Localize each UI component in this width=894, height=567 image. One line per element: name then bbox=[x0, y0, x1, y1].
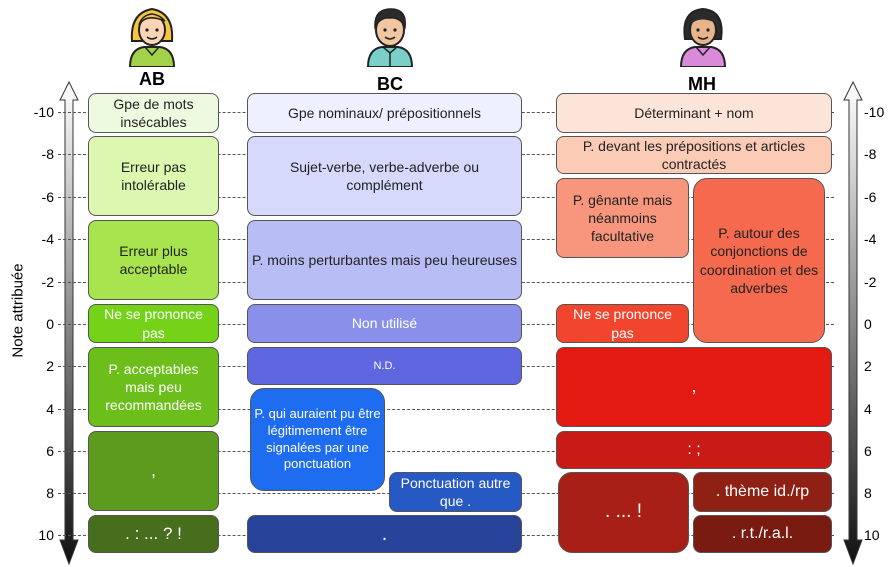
mh-box-10: . r.t./r.a.l. bbox=[693, 515, 832, 553]
tick-label: 0 bbox=[864, 316, 872, 332]
person-name-bc: BC bbox=[377, 74, 403, 94]
ab-box-5: P. acceptables mais peu recommandées bbox=[88, 347, 219, 427]
bc-box-6: P. qui auraient pu être légitimement êtr… bbox=[250, 388, 385, 491]
ab-box-7: . : ... ? ! bbox=[88, 515, 219, 553]
tick-label: -8 bbox=[41, 146, 54, 162]
ab-box-2: Erreur pas intolérable bbox=[88, 136, 219, 216]
tick-label: 6 bbox=[864, 443, 872, 459]
mh-box-6: , bbox=[556, 347, 832, 427]
mh-box-9: . thème id./rp bbox=[693, 472, 832, 512]
bc-box-7: Ponctuation autre que . bbox=[389, 472, 522, 512]
person-name-mh: MH bbox=[688, 74, 716, 94]
right-axis-arrow bbox=[843, 80, 863, 566]
tick-label: 10 bbox=[864, 527, 880, 543]
tick-label: 10 bbox=[38, 527, 54, 543]
tick-label: -8 bbox=[864, 146, 877, 162]
mh-box-5: Ne se prononce pas bbox=[556, 304, 689, 343]
mh-box-2: P. devant les prépositions et articles c… bbox=[556, 136, 832, 174]
mh-box-8: . ... ! bbox=[558, 472, 689, 553]
tick-label: -6 bbox=[41, 189, 54, 205]
tick-label: 8 bbox=[864, 485, 872, 501]
bc-box-3: P. moins perturbantes mais peu heureuses bbox=[247, 220, 522, 300]
tick-label: 8 bbox=[46, 485, 54, 501]
tick-label: -2 bbox=[864, 274, 877, 290]
mh-box-3: P. gênante mais néanmoins facultative bbox=[556, 178, 689, 258]
tick-label: 4 bbox=[864, 401, 872, 417]
ab-box-6: , bbox=[88, 431, 219, 511]
person-name-ab: AB bbox=[139, 69, 165, 89]
bc-box-8: . bbox=[247, 515, 522, 553]
tick-label: -10 bbox=[864, 104, 885, 120]
avatar-ab-icon bbox=[128, 7, 176, 67]
ab-box-4: Ne se prononce pas bbox=[88, 304, 219, 343]
bc-box-2: Sujet-verbe, verbe-adverbe ou complément bbox=[247, 136, 522, 216]
tick-label: 4 bbox=[46, 401, 54, 417]
bc-box-1: Gpe nominaux/ prépositionnels bbox=[247, 93, 522, 133]
tick-label: -4 bbox=[41, 231, 54, 247]
avatar-bc-icon bbox=[366, 8, 414, 67]
tick-label: -10 bbox=[33, 104, 54, 120]
tick-label: 0 bbox=[46, 316, 54, 332]
tick-label: -2 bbox=[41, 274, 54, 290]
tick-label: 2 bbox=[46, 358, 54, 374]
tick-label: -6 bbox=[864, 189, 877, 205]
tick-label: 6 bbox=[46, 443, 54, 459]
gridline bbox=[58, 451, 834, 452]
left-axis-arrow bbox=[59, 80, 79, 566]
mh-box-4: P. autour des conjonctions de coordinati… bbox=[693, 178, 825, 343]
bc-box-5: N.D. bbox=[247, 347, 522, 385]
ab-box-1: Gpe de mots insécables bbox=[88, 93, 219, 133]
avatar-mh-icon bbox=[679, 7, 727, 67]
mh-box-7: : ; bbox=[556, 431, 832, 469]
y-axis-label: Note attribuée bbox=[9, 263, 27, 358]
ab-box-3: Erreur plus acceptable bbox=[88, 220, 219, 300]
tick-label: 2 bbox=[864, 358, 872, 374]
mh-box-1: Déterminant + nom bbox=[556, 93, 832, 133]
gridline bbox=[58, 409, 834, 410]
tick-label: -4 bbox=[864, 231, 877, 247]
bc-box-4: Non utilisé bbox=[247, 304, 522, 343]
